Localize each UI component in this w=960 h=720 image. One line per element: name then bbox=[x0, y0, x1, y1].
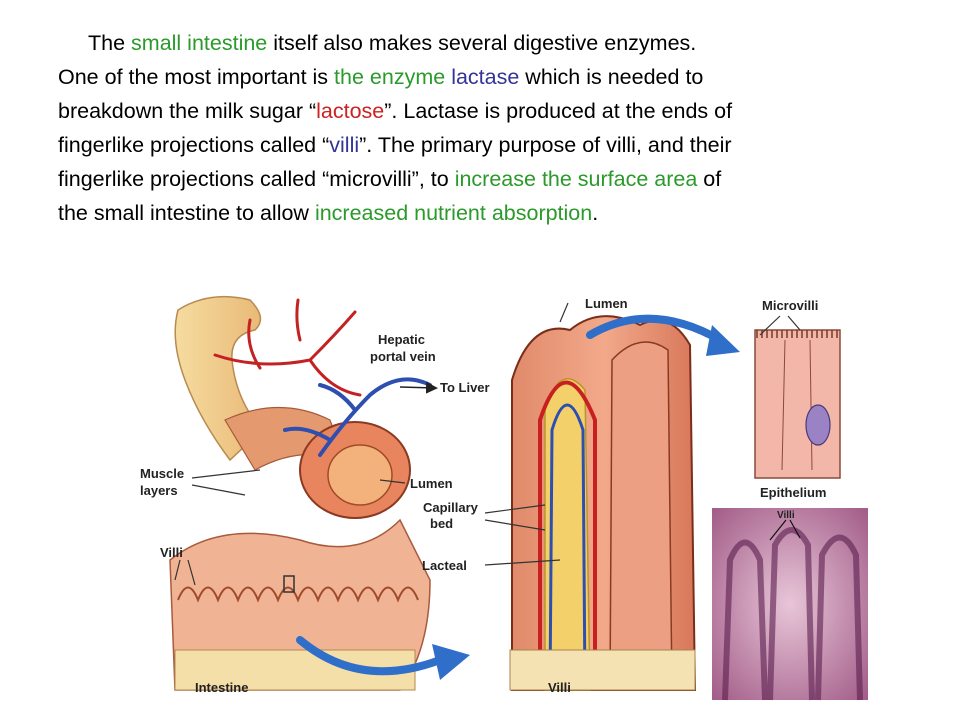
villus-illustration bbox=[509, 315, 697, 691]
text-segment: itself also makes several digestive enzy… bbox=[267, 31, 697, 55]
folded-mucosa bbox=[169, 518, 431, 691]
hepatic-portal-vein-blue bbox=[283, 377, 432, 457]
arrow-to-microvilli-head-icon bbox=[706, 325, 740, 356]
text-segment: fingerlike projections called “microvill… bbox=[58, 167, 455, 191]
villus-highlight-box bbox=[283, 575, 295, 593]
label-lumen-top: Lumen bbox=[585, 296, 628, 311]
label-hepatic: Hepatic bbox=[378, 332, 425, 347]
text-segment: of bbox=[697, 167, 722, 191]
highlight-villi: villi bbox=[329, 133, 360, 157]
arrow-to-villus-icon bbox=[296, 636, 444, 676]
label-intestine: Intestine bbox=[195, 680, 248, 695]
label-pointer-lines bbox=[174, 302, 569, 586]
label-micrograph-villi: Villi bbox=[777, 510, 795, 521]
text-segment: fingerlike projections called “ bbox=[58, 133, 330, 157]
paragraph-line-6: the small intestine to allow increased n… bbox=[58, 196, 938, 230]
label-muscle: Muscle bbox=[140, 466, 184, 481]
label-villi-left: Villi bbox=[160, 545, 183, 560]
highlight-lactase: lactase bbox=[451, 65, 520, 89]
arrow-to-villus-head-icon bbox=[432, 644, 470, 680]
arrow-to-microvilli-icon bbox=[586, 314, 724, 344]
micrograph-pointer bbox=[769, 519, 801, 541]
intestine-villi-diagram: Hepatic portal vein To Liver Muscle laye… bbox=[140, 295, 868, 701]
label-microvilli: Microvilli bbox=[762, 298, 818, 313]
label-capillary: Capillary bbox=[423, 500, 479, 515]
highlight-small-intestine: small intestine bbox=[131, 31, 268, 55]
paragraph-line-3: breakdown the milk sugar “lactose”. Lact… bbox=[58, 94, 938, 128]
microvilli-pointer bbox=[759, 315, 801, 336]
villi-micrograph bbox=[712, 508, 868, 701]
label-lacteal: Lacteal bbox=[422, 558, 467, 573]
text-segment: . bbox=[592, 201, 599, 225]
villi-folds bbox=[177, 586, 419, 603]
villus-side-fold bbox=[609, 341, 673, 691]
hepatic-artery-red bbox=[213, 298, 362, 397]
microvilli-detail bbox=[754, 315, 841, 479]
epithelium-cells bbox=[754, 329, 841, 479]
text-segment: breakdown the milk sugar “ bbox=[58, 99, 317, 123]
label-layers: layers bbox=[140, 483, 178, 498]
lumen-opening bbox=[327, 444, 393, 506]
highlight-nutrient-absorption: increased nutrient absorption bbox=[314, 201, 593, 225]
text-segment: ”. Lactase is produced at the ends of bbox=[384, 99, 733, 123]
micrograph-villi-shapes bbox=[722, 527, 863, 701]
paragraph-line-2: One of the most important is the enzyme … bbox=[58, 60, 938, 94]
label-to-liver: To Liver bbox=[440, 380, 490, 395]
paragraph-line-5: fingerlike projections called “microvill… bbox=[58, 162, 938, 196]
villus-base bbox=[509, 649, 696, 691]
highlight-surface-area: increase the surface area bbox=[454, 167, 698, 191]
capillary-bed-blue bbox=[548, 403, 587, 691]
description-paragraph: The small intestine itself also makes se… bbox=[58, 26, 938, 230]
text-segment: which is needed to bbox=[519, 65, 704, 89]
label-epithelium: Epithelium bbox=[760, 485, 826, 500]
text-segment: ”. The primary purpose of villi, and the… bbox=[359, 133, 732, 157]
highlight-lactose: lactose bbox=[316, 99, 385, 123]
microvilli-fringe bbox=[756, 330, 838, 338]
label-portal-vein: portal vein bbox=[370, 349, 436, 364]
paragraph-line-1: The small intestine itself also makes se… bbox=[58, 26, 938, 60]
intestine-illustration bbox=[169, 295, 438, 691]
label-villi-bottom: Villi bbox=[548, 680, 571, 695]
text-segment: One of the most important is bbox=[58, 65, 335, 89]
paragraph-line-4: fingerlike projections called “villi”. T… bbox=[58, 128, 938, 162]
highlight-the-enzyme: the enzyme bbox=[334, 65, 446, 89]
label-bed: bed bbox=[430, 516, 453, 531]
label-lumen-left: Lumen bbox=[410, 476, 453, 491]
to-liver-arrow bbox=[399, 381, 438, 394]
text-segment: the small intestine to allow bbox=[58, 201, 315, 225]
text-segment: The bbox=[88, 31, 132, 55]
cell-nucleus bbox=[805, 404, 831, 446]
cell-borders bbox=[781, 339, 813, 471]
capillary-bed-red bbox=[538, 380, 597, 680]
